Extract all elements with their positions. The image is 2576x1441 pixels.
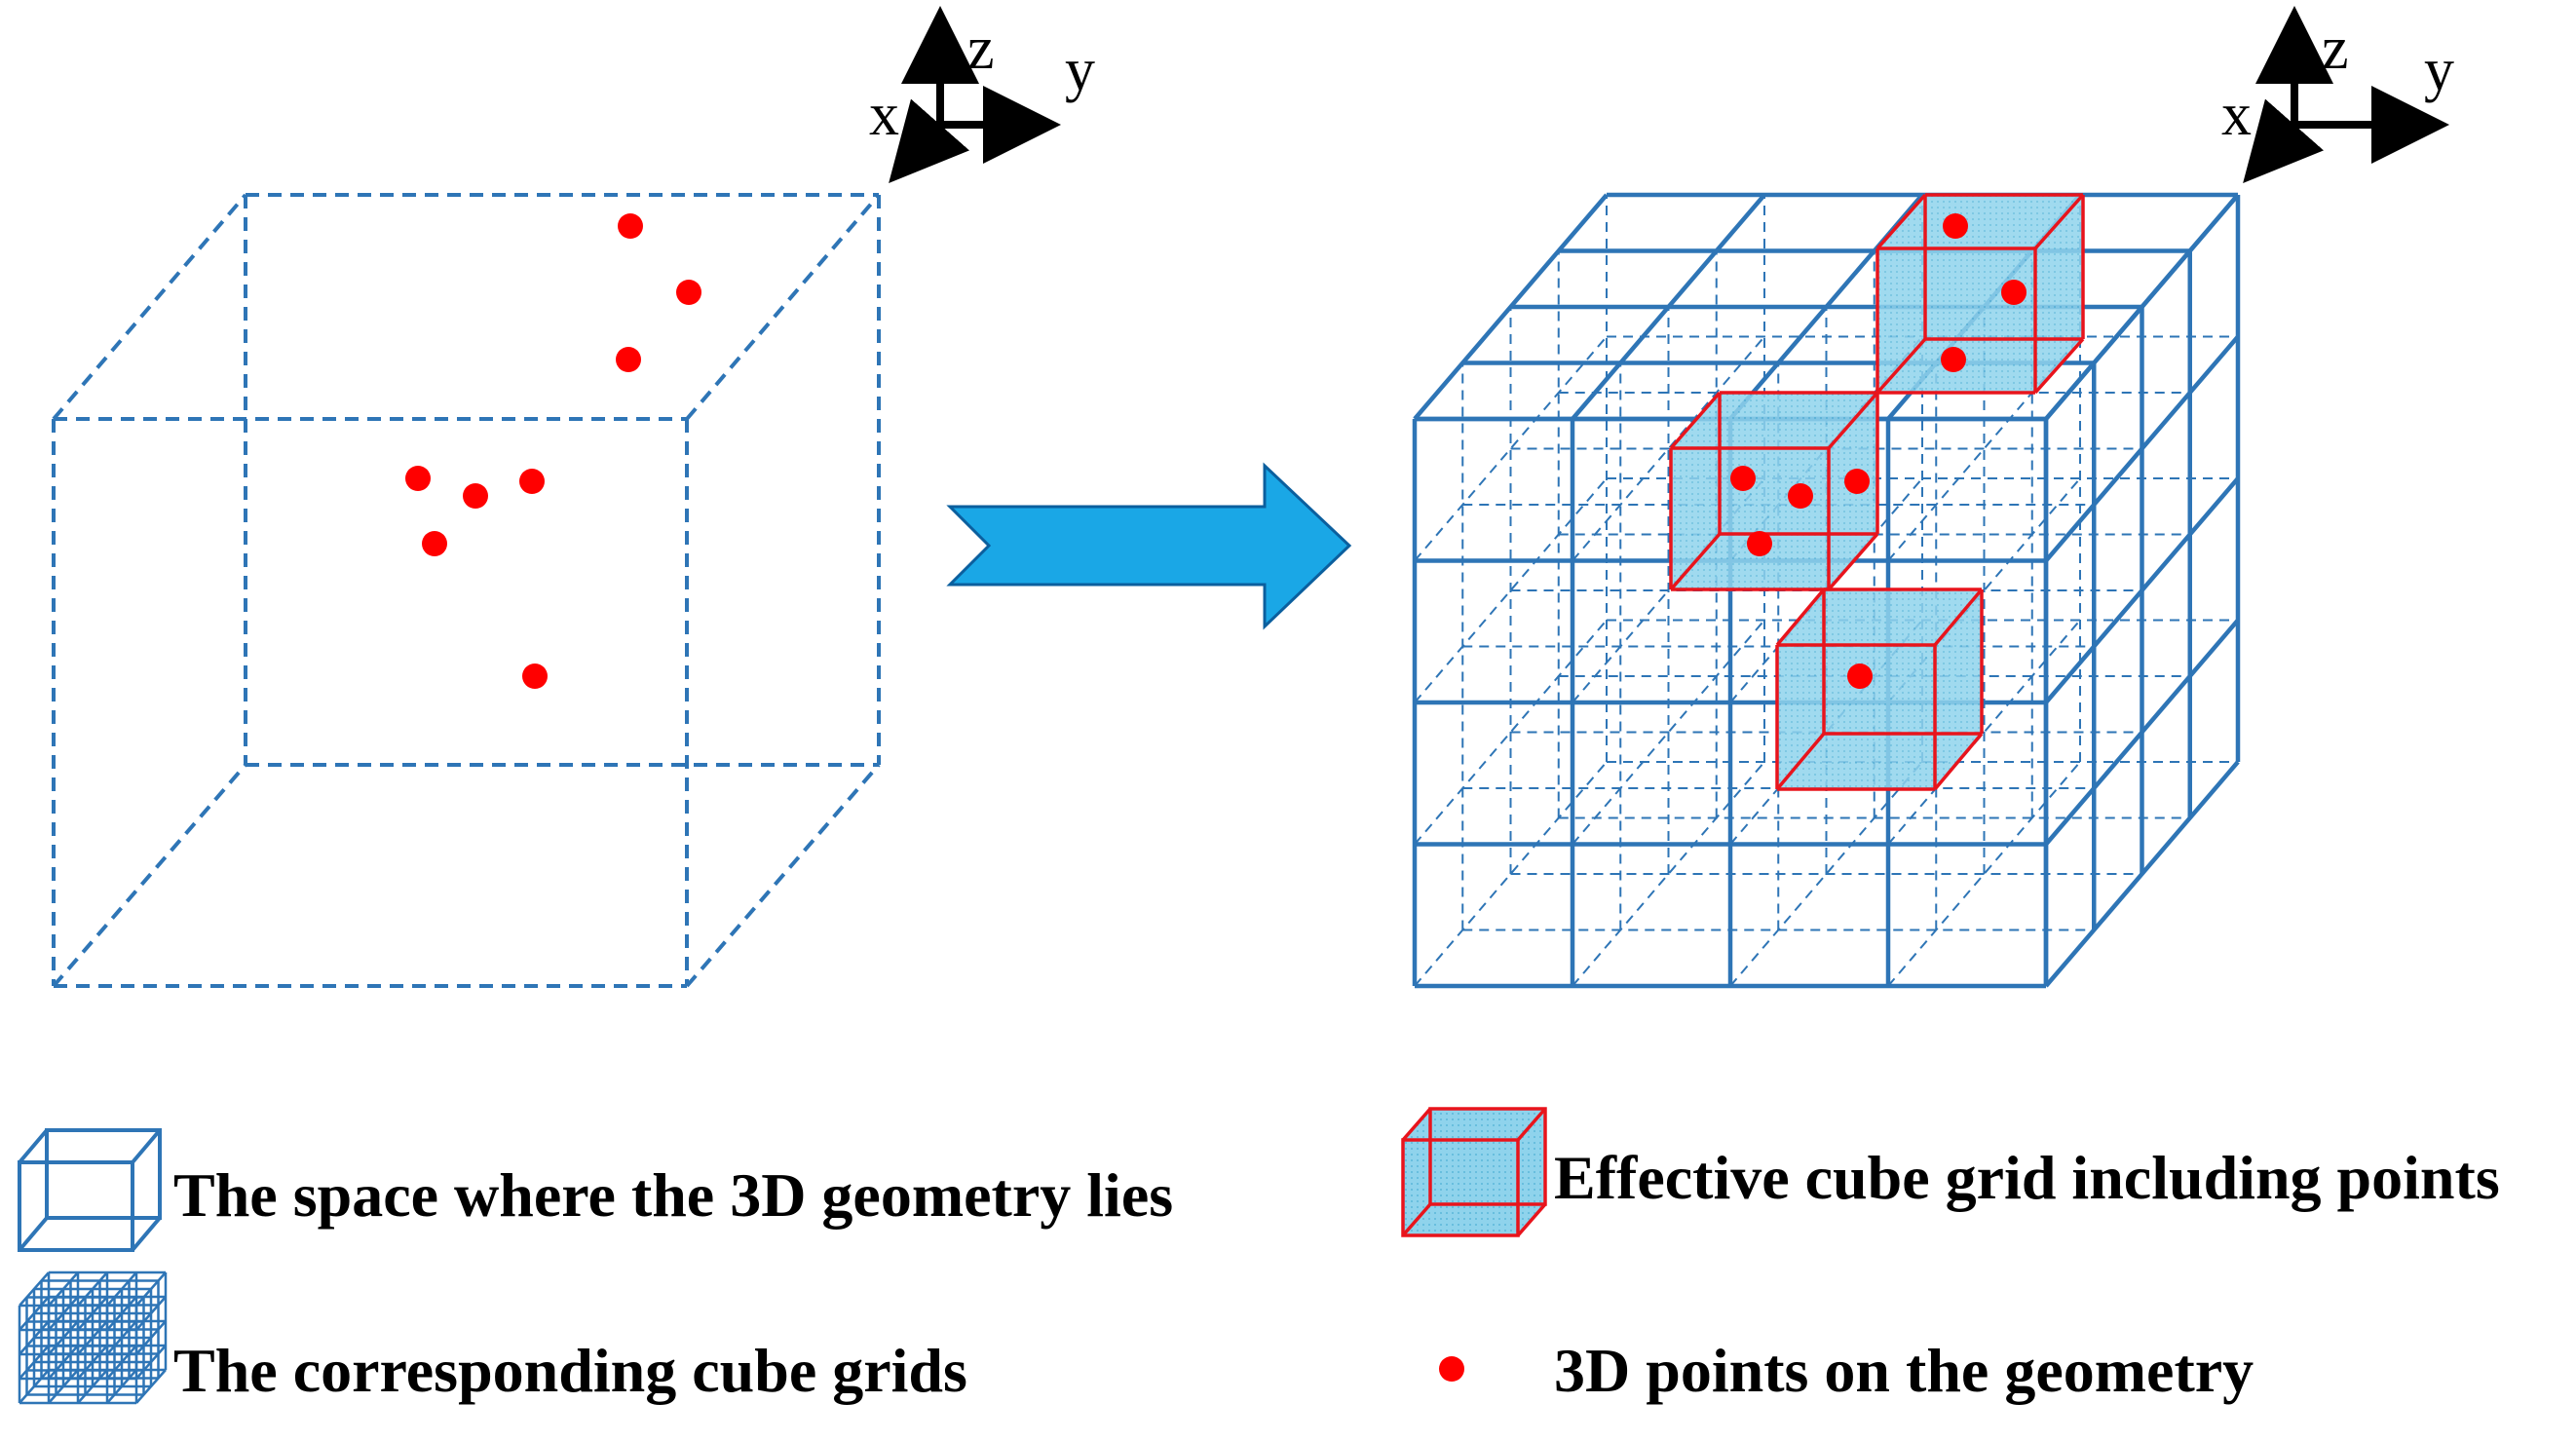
- legend-space-label: The space where the 3D geometry lies: [173, 1160, 1173, 1230]
- legend-space-icon: [18, 1128, 162, 1252]
- effective-cube: [1669, 391, 1879, 591]
- left-x-axis: [889, 98, 970, 184]
- effective-cubes: [1669, 193, 2085, 791]
- point: [2001, 280, 2027, 305]
- point: [405, 466, 431, 491]
- grid-line: [2044, 335, 2240, 562]
- grid-line: [2044, 193, 2240, 421]
- legend-points-label: 3D points on the geometry: [1554, 1336, 2254, 1405]
- legend-point-icon: [1439, 1356, 1464, 1382]
- point: [1730, 466, 1756, 491]
- right-x-axis: [2243, 98, 2325, 184]
- point: [463, 483, 488, 509]
- left-y-label: y: [1065, 37, 1095, 103]
- legend-grids-label: The corresponding cube grids: [173, 1336, 967, 1405]
- right-y-label: y: [2424, 37, 2454, 103]
- point: [676, 280, 701, 305]
- point: [616, 347, 641, 372]
- left-axes: z y x: [869, 6, 1095, 184]
- space-points: [405, 213, 701, 689]
- space-cube: [52, 193, 881, 988]
- point: [1943, 213, 1968, 239]
- right-z-label: z: [2322, 16, 2349, 82]
- left-z-label: z: [967, 16, 995, 82]
- legend-effective-label: Effective cube grid including points: [1554, 1143, 2500, 1212]
- legend-effective-icon: [1401, 1107, 1547, 1237]
- transform-arrow: [946, 462, 1352, 630]
- right-axes: z y x: [2221, 6, 2454, 184]
- point: [1941, 347, 1966, 372]
- point: [519, 469, 545, 494]
- grid-cube: [1412, 192, 2241, 989]
- right-x-label: x: [2221, 82, 2252, 148]
- effective-cube: [1775, 588, 1984, 791]
- legend-grids-icon: [18, 1270, 168, 1405]
- point: [422, 531, 447, 556]
- point: [522, 664, 548, 689]
- point: [1844, 469, 1870, 494]
- point: [1788, 483, 1813, 509]
- effective-cube: [1875, 193, 2085, 395]
- left-x-label: x: [869, 82, 899, 148]
- grid-points: [1730, 213, 2027, 689]
- point: [1847, 664, 1873, 689]
- point: [1747, 531, 1772, 556]
- point: [618, 213, 643, 239]
